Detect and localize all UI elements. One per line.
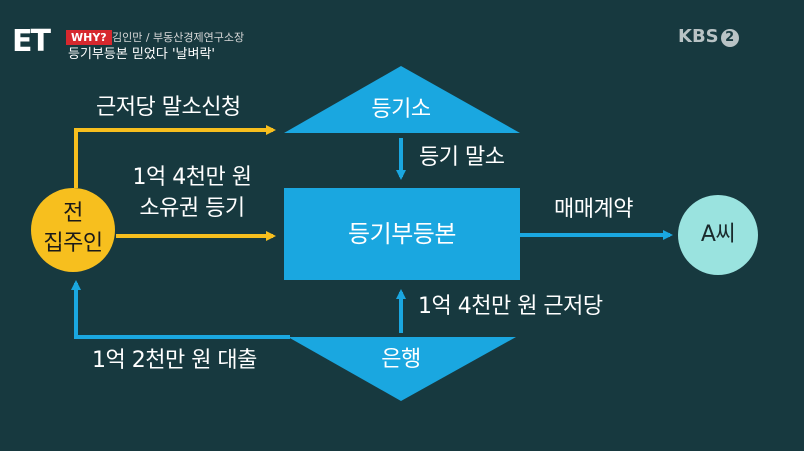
register-doc-label: 등기부등본 bbox=[348, 220, 456, 248]
mortgage-cancel-request-label: 근저당 말소신청 bbox=[96, 95, 241, 120]
registry-office-shape bbox=[284, 66, 520, 133]
bank-mortgage-label: 1억 4천만 원 근저당 bbox=[418, 294, 603, 319]
buyer-label: A씨 bbox=[700, 222, 736, 247]
bank-label: 은행 bbox=[381, 347, 421, 372]
segment-badge: WHY? bbox=[66, 30, 112, 45]
ownership-amount-label: 1억 4천만 원 bbox=[132, 165, 252, 190]
registry-office-label: 등기소 bbox=[371, 97, 431, 122]
loan-arrow bbox=[71, 280, 290, 339]
program-logo: ET bbox=[12, 25, 56, 59]
former-owner-label-line1: 전 bbox=[63, 201, 83, 226]
loan-label: 1억 2천만 원 대출 bbox=[92, 348, 257, 373]
sale-contract-label: 매매계약 bbox=[554, 197, 633, 222]
former-owner-label: 전 집주인 bbox=[31, 199, 115, 259]
ownership-registration-label: 소유권 등기 bbox=[139, 196, 245, 221]
registry-cancel-label: 등기 말소 bbox=[419, 145, 505, 170]
channel-logo-text: KBS bbox=[678, 26, 719, 47]
speaker-caption: 김인만 / 부동산경제연구소장 bbox=[112, 31, 245, 44]
buyer-shape bbox=[678, 195, 758, 275]
bank-shape bbox=[288, 337, 516, 401]
channel-number: 2 bbox=[720, 29, 739, 47]
headline-caption: 등기부등본 믿었다 '날벼락' bbox=[68, 47, 215, 62]
mortgage-cancel-arrow bbox=[74, 125, 276, 188]
program-logo-text: ET bbox=[12, 24, 51, 59]
former-owner-label-line2: 집주인 bbox=[43, 231, 103, 256]
former-owner-shape bbox=[31, 188, 115, 272]
register-doc-shape bbox=[284, 188, 520, 280]
